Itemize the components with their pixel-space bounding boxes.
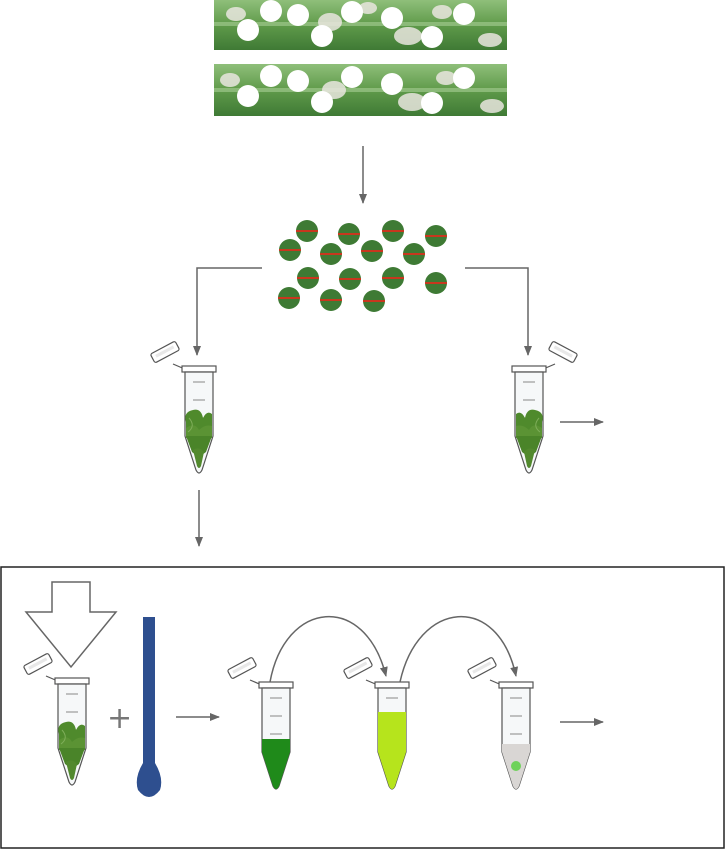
pellet (511, 761, 521, 771)
tube-box-pellet (466, 656, 534, 790)
leaf-disc-icon (297, 267, 319, 289)
leaf-disc-group (278, 220, 447, 312)
extraction-box (0, 566, 725, 849)
yellow-green-liquid (378, 712, 406, 789)
tube-box-yellow-green (342, 656, 410, 790)
tube-box-dark-green (226, 656, 294, 790)
tube-box-ground (22, 652, 90, 786)
leaf-disc-icon (320, 243, 342, 265)
leaf-pieces-icon (184, 409, 213, 469)
leaf-pieces-icon (515, 409, 544, 469)
dark-green-liquid (262, 739, 290, 789)
leaf-strip-bottom (214, 64, 507, 116)
arrow-discs-to-left-tube (193, 267, 262, 356)
leaf-strip-top (214, 0, 507, 50)
tube-right-ground (511, 340, 579, 474)
leaf-pieces-icon (57, 721, 86, 781)
leaf-disc-icon (320, 289, 342, 311)
curved-transfer-arrow-icon (269, 616, 388, 683)
leaf-disc-icon (425, 225, 447, 247)
leaf-disc-icon (425, 272, 447, 294)
leaf-disc-icon (296, 220, 318, 242)
large-down-arrow-icon (24, 581, 118, 669)
leaf-disc-icon (382, 267, 404, 289)
pestle-icon (136, 617, 162, 797)
curved-transfer-arrow-icon (399, 616, 519, 683)
leaf-disc-icon (382, 220, 404, 242)
leaf-disc-icon (279, 239, 301, 261)
leaf-disc-icon (403, 243, 425, 265)
leaf-disc-icon (339, 268, 361, 290)
leaf-disc-icon (278, 287, 300, 309)
leaf-disc-icon (361, 240, 383, 262)
leaf-disc-icon (338, 223, 360, 245)
arrow-discs-to-right-tube (465, 267, 532, 356)
plus-sign: + (107, 701, 132, 736)
leaf-disc-icon (363, 290, 385, 312)
tube-left-ground (149, 340, 217, 474)
